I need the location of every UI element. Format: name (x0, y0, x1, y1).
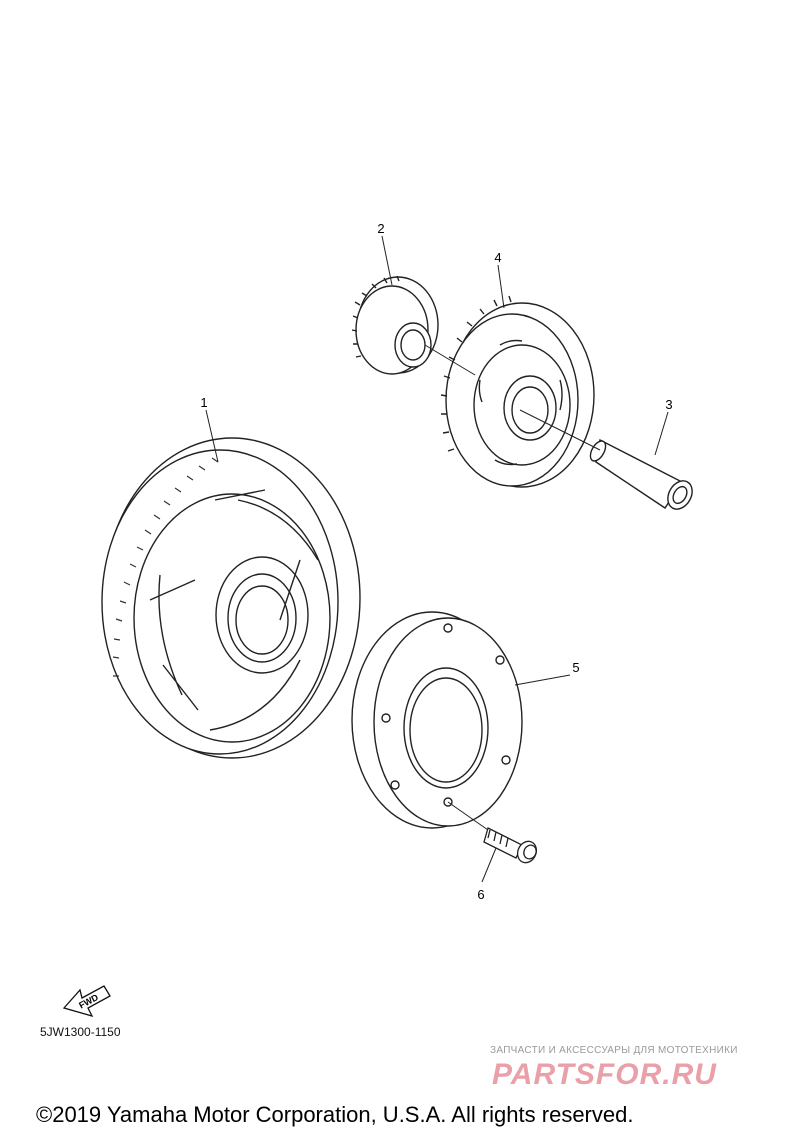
callout-2: 2 (377, 221, 384, 236)
leader-lines (205, 235, 669, 883)
copyright-notice: ©2019 Yamaha Motor Corporation, U.S.A. A… (36, 1102, 634, 1127)
callout-5: 5 (572, 660, 579, 675)
watermark-logo: PARTSFOR.RU (492, 1058, 717, 1091)
watermark-tagline: ЗАПЧАСТИ И АКСЕССУАРЫ ДЛЯ МОТОТЕХНИКИ (490, 1045, 738, 1056)
part-1-large-gear (101, 437, 361, 759)
gear-teeth (112, 457, 219, 677)
fwd-arrow-icon: FWD (62, 985, 111, 1018)
part-3-shaft (589, 438, 693, 510)
part-4-idler-gear (440, 295, 595, 488)
callout-4: 4 (494, 250, 501, 265)
diagram-code: 5JW1300-1150 (40, 1025, 121, 1039)
callout-1: 1 (200, 395, 207, 410)
callout-6: 6 (477, 887, 484, 902)
callout-3: 3 (665, 397, 672, 412)
part-6-bolt (483, 827, 538, 864)
part-2-small-gear (351, 275, 439, 375)
part-5-starter-clutch (351, 611, 523, 829)
